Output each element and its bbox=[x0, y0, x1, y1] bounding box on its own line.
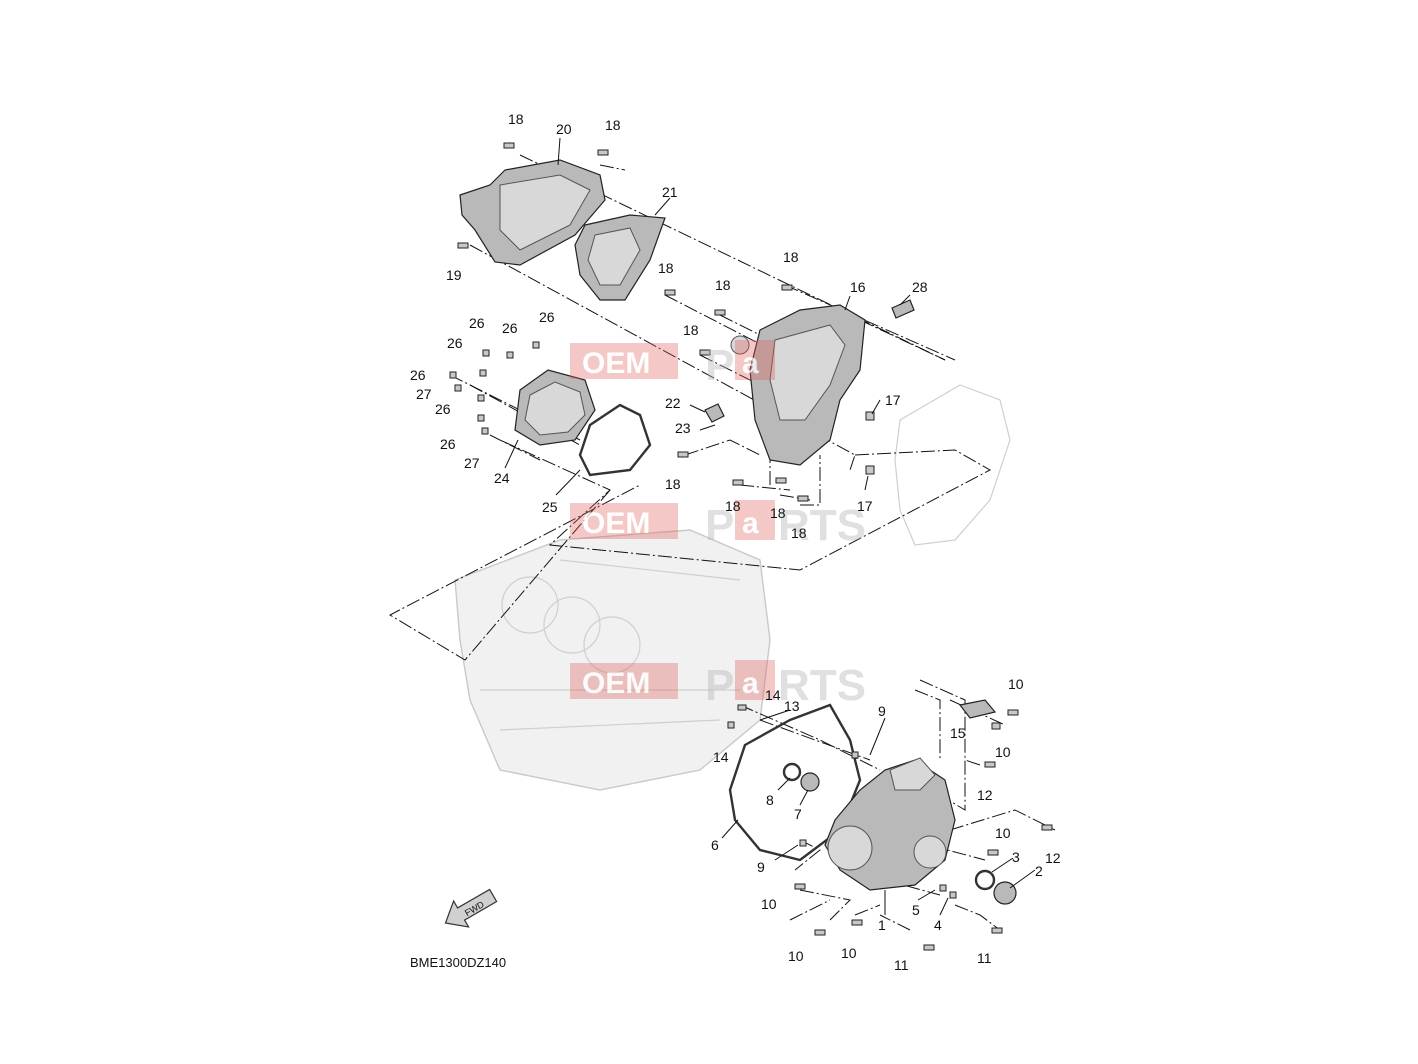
callout-10: 10 bbox=[995, 825, 1011, 841]
callout-17: 17 bbox=[885, 392, 901, 408]
callout-10: 10 bbox=[761, 896, 777, 912]
callout-18: 18 bbox=[658, 260, 674, 276]
callout-18: 18 bbox=[605, 117, 621, 133]
cover-20 bbox=[459, 159, 606, 266]
callout-20: 20 bbox=[556, 121, 572, 137]
svg-text:OEM: OEM bbox=[582, 347, 650, 380]
callout-10: 10 bbox=[841, 945, 857, 961]
watermark-3: OEM P a RTS bbox=[570, 660, 866, 710]
callout-18: 18 bbox=[725, 498, 741, 514]
callout-18: 18 bbox=[665, 476, 681, 492]
callout-18: 18 bbox=[770, 505, 786, 521]
callout-6: 6 bbox=[711, 837, 719, 853]
svg-text:RTS: RTS bbox=[778, 661, 866, 710]
callout-3: 3 bbox=[1012, 849, 1020, 865]
svg-text:P: P bbox=[705, 501, 734, 550]
seal-7 bbox=[800, 772, 820, 792]
callout-17: 17 bbox=[857, 498, 873, 514]
callout-10: 10 bbox=[995, 744, 1011, 760]
svg-text:P: P bbox=[705, 661, 734, 710]
callout-23: 23 bbox=[675, 420, 691, 436]
callout-7: 7 bbox=[794, 806, 802, 822]
diagram-code: BME1300DZ140 bbox=[410, 955, 506, 970]
ghost-gasket-right bbox=[894, 384, 1011, 546]
callout-26: 26 bbox=[435, 401, 451, 417]
svg-text:OEM: OEM bbox=[582, 507, 650, 540]
bolts bbox=[449, 142, 1053, 951]
oring-8 bbox=[782, 762, 802, 782]
callout-14: 14 bbox=[765, 687, 781, 703]
bracket-15 bbox=[958, 699, 997, 719]
callout-26: 26 bbox=[447, 335, 463, 351]
crankcase-ghost bbox=[454, 529, 771, 791]
cover-1 bbox=[824, 757, 956, 891]
callout-26: 26 bbox=[539, 309, 555, 325]
callout-13: 13 bbox=[784, 698, 800, 714]
callout-labels: 18 20 18 21 19 18 18 18 16 28 18 17 22 2… bbox=[410, 111, 1061, 973]
sensor-22 bbox=[704, 403, 725, 423]
callout-26: 26 bbox=[410, 367, 426, 383]
svg-text:a: a bbox=[742, 507, 759, 540]
callout-25: 25 bbox=[542, 499, 558, 515]
callout-2: 2 bbox=[1035, 863, 1043, 879]
svg-text:a: a bbox=[742, 667, 759, 700]
svg-text:RTS: RTS bbox=[778, 501, 866, 550]
svg-text:a: a bbox=[742, 347, 759, 380]
callout-10: 10 bbox=[1008, 676, 1024, 692]
callout-12: 12 bbox=[1045, 850, 1061, 866]
callout-4: 4 bbox=[934, 917, 942, 933]
callout-24: 24 bbox=[494, 470, 510, 486]
gasket-25 bbox=[578, 403, 652, 477]
leader-lines bbox=[504, 137, 1036, 916]
callout-12: 12 bbox=[977, 787, 993, 803]
callout-16: 16 bbox=[850, 279, 866, 295]
callout-19: 19 bbox=[446, 267, 462, 283]
callout-27: 27 bbox=[464, 455, 480, 471]
callout-26: 26 bbox=[469, 315, 485, 331]
callout-26: 26 bbox=[502, 320, 518, 336]
callout-28: 28 bbox=[912, 279, 928, 295]
callout-22: 22 bbox=[665, 395, 681, 411]
callout-11: 11 bbox=[894, 957, 909, 973]
callout-8: 8 bbox=[766, 792, 774, 808]
svg-text:P: P bbox=[705, 341, 734, 390]
callout-18: 18 bbox=[715, 277, 731, 293]
callout-5: 5 bbox=[912, 902, 920, 918]
cover-24 bbox=[514, 369, 596, 446]
svg-text:OEM: OEM bbox=[582, 667, 650, 700]
watermark-1: OEM P a bbox=[570, 340, 775, 390]
callout-18: 18 bbox=[508, 111, 524, 127]
callout-27: 27 bbox=[416, 386, 432, 402]
callout-18: 18 bbox=[791, 525, 807, 541]
callout-9: 9 bbox=[757, 859, 765, 875]
callout-18: 18 bbox=[783, 249, 799, 265]
callout-21: 21 bbox=[662, 184, 678, 200]
cap-2 bbox=[993, 881, 1017, 905]
cover-16 bbox=[730, 304, 866, 466]
callout-26: 26 bbox=[440, 436, 456, 452]
fwd-arrow-icon: FWD bbox=[444, 888, 498, 928]
callout-18: 18 bbox=[683, 322, 699, 338]
callout-1: 1 bbox=[878, 917, 886, 933]
cover-21 bbox=[574, 214, 666, 301]
callout-10: 10 bbox=[788, 948, 804, 964]
callout-11: 11 bbox=[977, 950, 992, 966]
callout-14: 14 bbox=[713, 749, 729, 765]
watermark-2: OEM P a RTS bbox=[570, 500, 866, 550]
callout-15: 15 bbox=[950, 725, 966, 741]
callout-9: 9 bbox=[878, 703, 886, 719]
plate-28 bbox=[891, 299, 915, 319]
oring-3 bbox=[974, 869, 996, 891]
